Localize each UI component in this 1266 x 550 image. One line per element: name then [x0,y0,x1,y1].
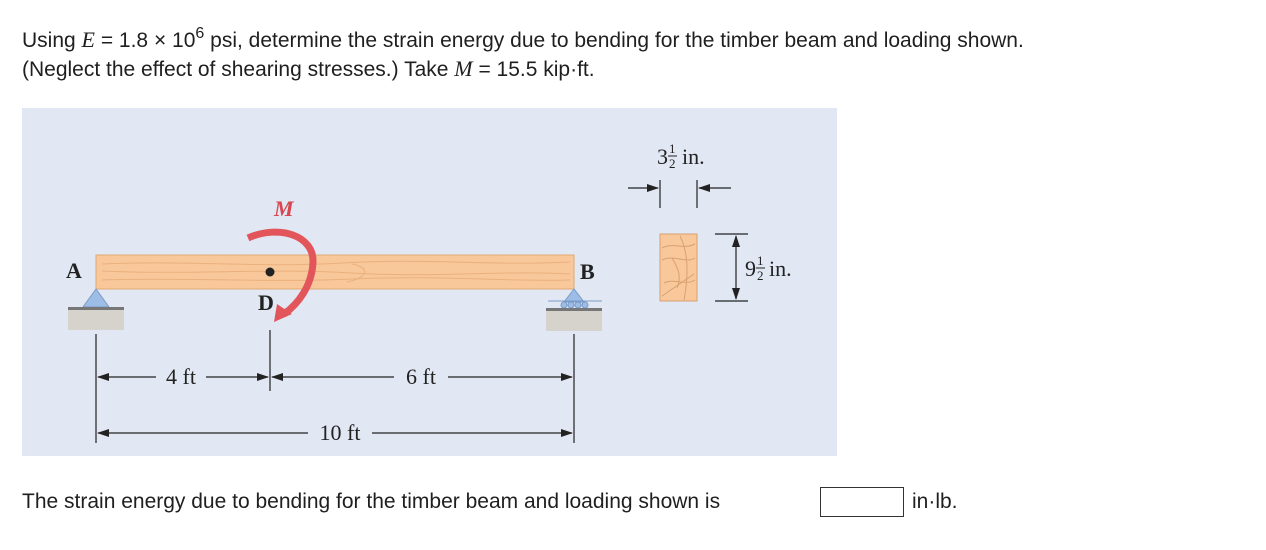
dim-6ft-label: 6 ft [406,364,436,389]
pin-support-a [68,288,124,330]
dim-4ft-label: 4 ft [166,364,196,389]
height-unit: in. [769,256,792,281]
symbol-e: E [81,27,95,52]
dimension-width: 3 1 2 in. [628,141,731,208]
width-den: 2 [669,156,676,171]
question-text: Using E = 1.8 × 106 psi, determine the s… [22,26,1252,84]
moment-arrow-icon [246,228,317,322]
height-whole: 9 [745,256,756,281]
answer-prompt: The strain energy due to bending for the… [22,490,721,513]
answer-input[interactable] [820,487,904,517]
label-m: M [273,196,295,221]
label-a: A [66,258,82,283]
question-text-2: = 1.8 × 10 [94,29,196,52]
roller-support-b [546,288,602,331]
point-d-dot [265,267,275,277]
question-text-5: = 15.5 kip·ft. [472,58,595,81]
width-whole: 3 [657,144,668,169]
dim-10ft-label: 10 ft [320,420,361,445]
width-unit: in. [682,144,705,169]
dimension-height: 9 1 2 in. [715,233,792,302]
label-d: D [258,290,274,315]
question-text-4: (Neglect the effect of shearing stresses… [22,58,455,81]
answer-unit: in·lb. [912,490,958,513]
exponent: 6 [195,25,205,42]
question-text-3: psi, determine the strain energy due to … [204,29,1024,52]
timber-beam [95,254,575,290]
dimension-4ft: 4 ft [97,364,269,389]
symbol-m: M [454,56,473,81]
beam-figure: A B D M 4 ft 6 ft 10 ft [22,108,837,456]
height-num: 1 [757,253,764,268]
height-den: 2 [757,268,764,283]
dimension-6ft: 6 ft [271,364,573,389]
cross-section [659,233,698,302]
dimension-10ft: 10 ft [97,420,573,445]
label-b: B [580,259,595,284]
question-text-1: Using [22,29,82,52]
width-num: 1 [669,141,676,156]
beam-diagram: A B D M 4 ft 6 ft 10 ft [66,141,792,445]
